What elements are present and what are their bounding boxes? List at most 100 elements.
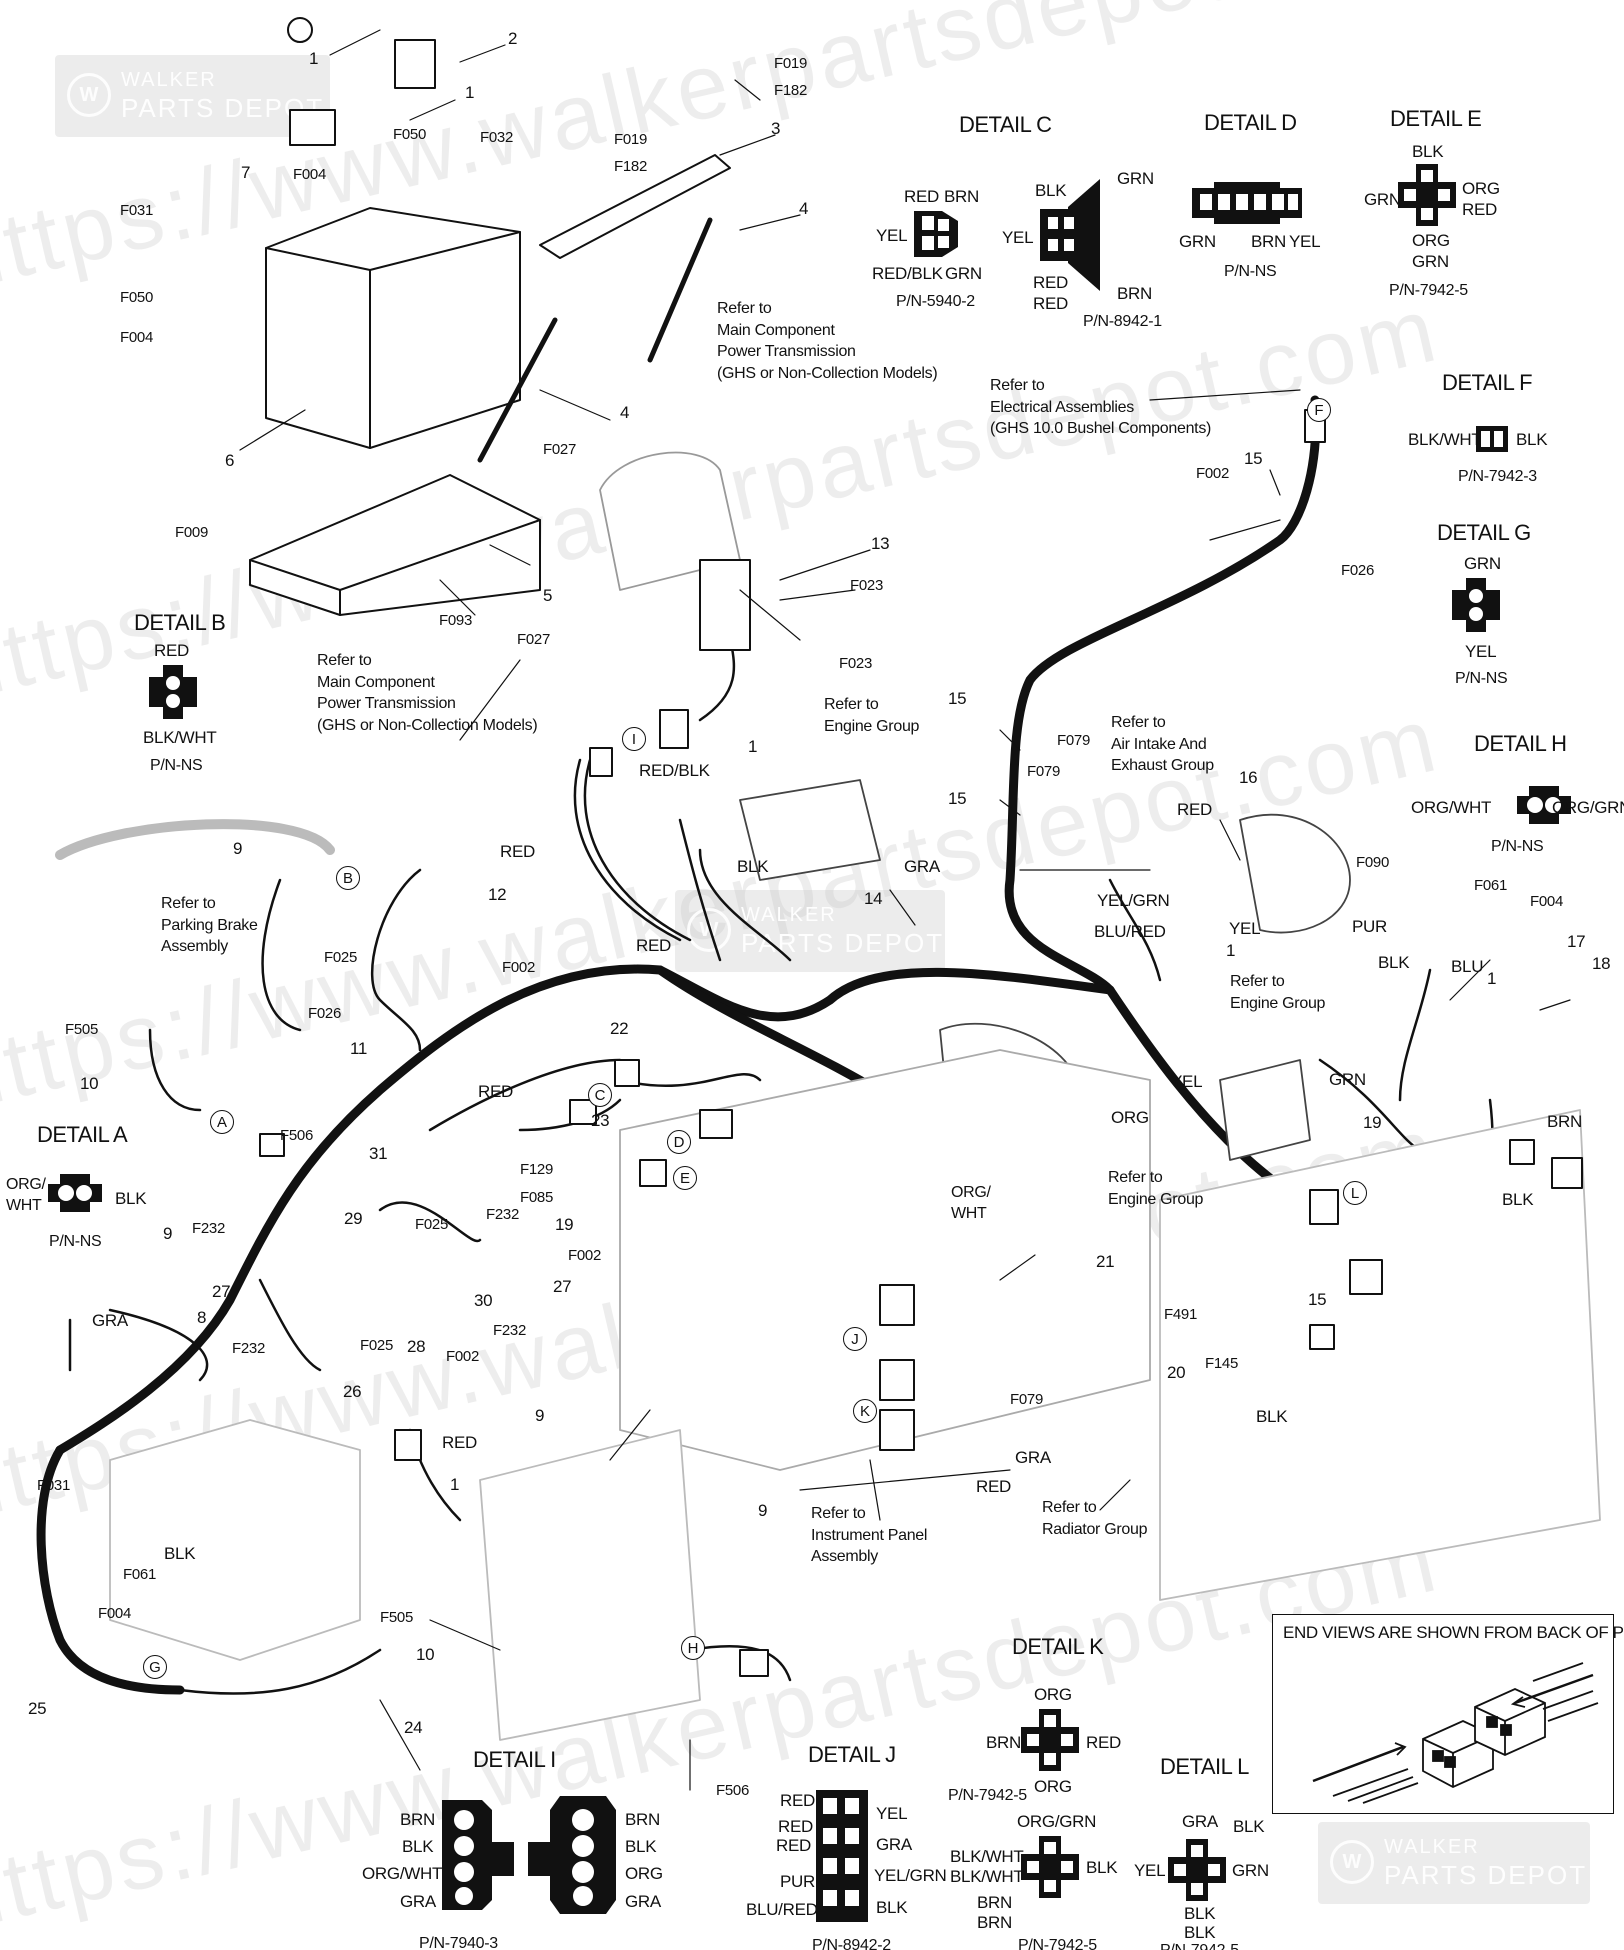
fastener-label: F061 <box>123 1566 156 1583</box>
part-number: 29 <box>344 1209 363 1228</box>
wire-color: BLK <box>1184 1923 1216 1942</box>
wire-color: PUR <box>780 1872 815 1891</box>
wire-color: ORG/WHT <box>362 1864 443 1883</box>
wire-color: RED <box>1086 1733 1121 1752</box>
wire-color: BRN <box>400 1810 435 1829</box>
detail-callout-e: E <box>673 1166 697 1190</box>
wire-color: BLK/WHT <box>950 1867 1024 1886</box>
part-number: 18 <box>1592 954 1611 973</box>
reference-note: Refer to Engine Group <box>1230 973 1326 1012</box>
part-number: 9 <box>758 1501 768 1520</box>
fastener-label: F027 <box>543 441 576 458</box>
wire-color: ORG/ WHT <box>6 1176 46 1214</box>
part-number: 27 <box>553 1277 572 1296</box>
wire-color-label: YEL <box>1171 1072 1203 1091</box>
wire-color: ORG <box>625 1864 663 1883</box>
wire-color-label: RED <box>500 842 535 861</box>
fastener-label: F232 <box>232 1340 265 1357</box>
detail-b-connector <box>149 665 197 719</box>
leader-lines <box>239 29 1571 1791</box>
part-number: 1 <box>748 737 758 756</box>
detail-callout-h: H <box>681 1636 705 1660</box>
wire-color-label: BLK <box>1502 1190 1534 1209</box>
detail-callout-a: A <box>210 1110 234 1134</box>
reference-note: Refer to Radiator Group <box>1042 1499 1148 1538</box>
reference-note: Refer to Instrument Panel Assembly <box>811 1505 928 1566</box>
part-number: 8 <box>197 1308 207 1327</box>
fastener-label: F026 <box>1341 562 1374 579</box>
wire-color-label: BLK <box>164 1544 196 1563</box>
detail-callout-g: G <box>143 1655 167 1679</box>
wire-color-label: BLK <box>1378 953 1410 972</box>
wire-color: BRN <box>1251 232 1286 251</box>
fastener-label: F025 <box>415 1216 448 1233</box>
wire-color: GRN <box>1464 554 1501 573</box>
detail-f-part-number: P/N-7942-3 <box>1458 468 1537 485</box>
part-number: 10 <box>416 1645 435 1664</box>
fastener-label: F004 <box>98 1605 131 1622</box>
fastener-label: F031 <box>37 1477 70 1494</box>
fastener-label: F182 <box>614 158 647 175</box>
part-number: 28 <box>407 1337 426 1356</box>
plug-end-view-illustration <box>1312 1662 1599 1804</box>
wire-color: ORG/GRN <box>1552 798 1624 817</box>
detail-d-connector <box>1192 182 1302 224</box>
detail-c-connector-1 <box>914 211 958 257</box>
wire-color: RED/BLK <box>872 264 943 283</box>
battery <box>265 207 521 449</box>
wire-color-label: PUR <box>1352 917 1387 936</box>
wire-color: RED <box>904 187 939 206</box>
wire-color: GRN <box>1179 232 1216 251</box>
fastener-label: F002 <box>502 959 535 976</box>
terminal-cover <box>394 39 436 89</box>
wire-color: RED <box>778 1817 813 1836</box>
part-number: 27 <box>212 1282 231 1301</box>
detail-e-connector <box>1398 164 1456 226</box>
detail-h-title: DETAIL H <box>1474 731 1567 756</box>
fastener-label: F025 <box>360 1337 393 1354</box>
detail-g-title: DETAIL G <box>1437 520 1531 545</box>
end-view-note-box: END VIEWS ARE SHOWN FROM BACK OF PLUG <box>1272 1614 1624 1814</box>
wire-color-label: GRA <box>1015 1448 1051 1467</box>
part-number: 1 <box>309 49 319 68</box>
part-number: 22 <box>610 1019 629 1038</box>
detail-l-title: DETAIL L <box>1160 1754 1249 1779</box>
wire-color: GRN <box>1412 252 1449 271</box>
part-number: 1 <box>1226 941 1236 960</box>
part-number: 25 <box>28 1699 47 1718</box>
wire-color: RED <box>154 641 189 660</box>
fastener-label: F023 <box>839 655 872 672</box>
part-number: 16 <box>1239 768 1258 787</box>
fastener-label: F085 <box>520 1189 553 1206</box>
watermark-logo: W WALKER PARTS DEPOT <box>55 55 330 137</box>
wire-color: YEL/GRN <box>874 1866 947 1885</box>
detail-c-connector-2 <box>1040 179 1100 291</box>
detail-l-part-number: P/N-7942-5 <box>1160 1942 1239 1950</box>
wire-color: BLK <box>1516 430 1548 449</box>
part-number: 15 <box>948 789 967 808</box>
battery-tray <box>249 474 541 616</box>
wire-color: GRN <box>1364 190 1401 209</box>
fastener-label: F002 <box>568 1247 601 1264</box>
wire-color: GRN <box>1117 169 1154 188</box>
part-number: 5 <box>543 586 553 605</box>
part-number: 15 <box>1308 1290 1327 1309</box>
detail-k-title: DETAIL K <box>1012 1634 1104 1659</box>
fastener-label: F002 <box>1196 465 1229 482</box>
wire-color-label: RED/BLK <box>639 761 710 780</box>
component-outlines <box>55 451 1601 1741</box>
wire-color-label: ORG/ WHT <box>951 1184 991 1222</box>
detail-a-part-number: P/N-NS <box>49 1233 102 1250</box>
connectors <box>259 409 1583 1677</box>
detail-callout-b: B <box>336 866 360 890</box>
wire-color: GRN <box>1232 1861 1269 1880</box>
wire-color: BLK <box>1184 1904 1216 1923</box>
wire-color: YEL <box>1289 232 1321 251</box>
wire-color-label: GRA <box>904 857 940 876</box>
wire-color: BLK <box>1035 181 1067 200</box>
wire-color: YEL <box>1002 228 1034 247</box>
detail-b-part-number: P/N-NS <box>150 757 203 774</box>
wire-color: GRN <box>945 264 982 283</box>
wire-color: RED <box>780 1791 815 1810</box>
wire-color: ORG <box>1412 231 1450 250</box>
